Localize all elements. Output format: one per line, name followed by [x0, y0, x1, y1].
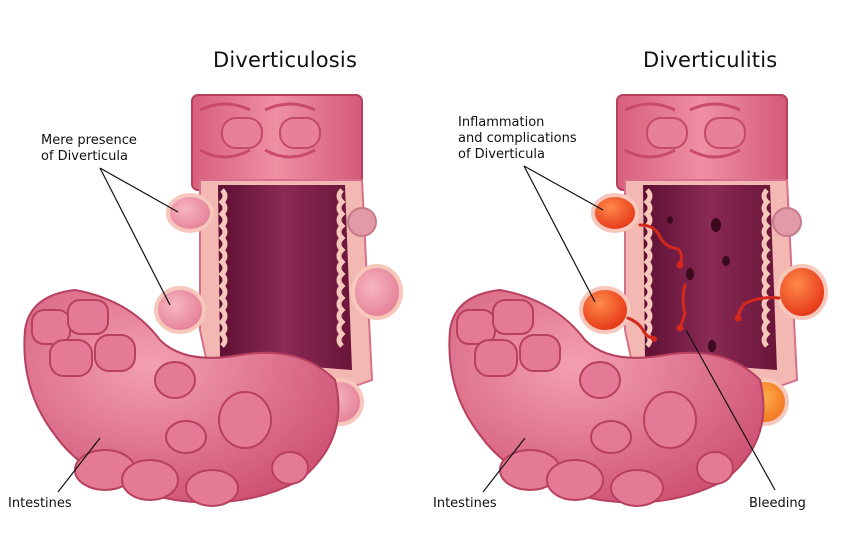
diverticulosis-annotation: Mere presence of Diverticula: [41, 133, 137, 165]
diverticulum: [347, 207, 377, 237]
diverticulitis-illustration: [448, 94, 828, 507]
bleeding-label: Bleeding: [749, 496, 806, 511]
annotation-line: Mere presence: [41, 133, 137, 148]
diverticulitis-title: Diverticulitis: [643, 48, 778, 72]
annotation-leader-lines: [482, 165, 776, 493]
bleeding-streaks: [626, 223, 781, 394]
colon-upper-segment: [191, 94, 363, 191]
diverticulosis-illustration: [23, 94, 403, 507]
inflamed-diverticulum: [591, 193, 639, 233]
colon-upper-segment: [616, 94, 788, 191]
annotation-line: Inflammation: [458, 115, 545, 130]
annotation-line: of Diverticula: [41, 149, 128, 164]
colon-lumen: [643, 185, 777, 370]
diverticulum: [154, 286, 206, 334]
inflamed-diverticulum: [776, 264, 828, 320]
annotation-line: of Diverticula: [458, 147, 545, 162]
diverticulosis-title: Diverticulosis: [213, 48, 358, 72]
diverticulum: [351, 264, 403, 320]
intestines-label-right: Intestines: [433, 496, 497, 511]
diverticulum: [166, 193, 214, 233]
inflamed-diverticulum: [579, 286, 631, 334]
annotation-leader-lines: [57, 167, 179, 493]
annotation-line: and complications: [458, 131, 577, 146]
diverticulum: [772, 207, 802, 237]
colon-lumen: [218, 185, 352, 370]
intestines-label-left: Intestines: [8, 496, 72, 511]
diverticulitis-annotation: Inflammation and complications of Divert…: [458, 115, 577, 163]
